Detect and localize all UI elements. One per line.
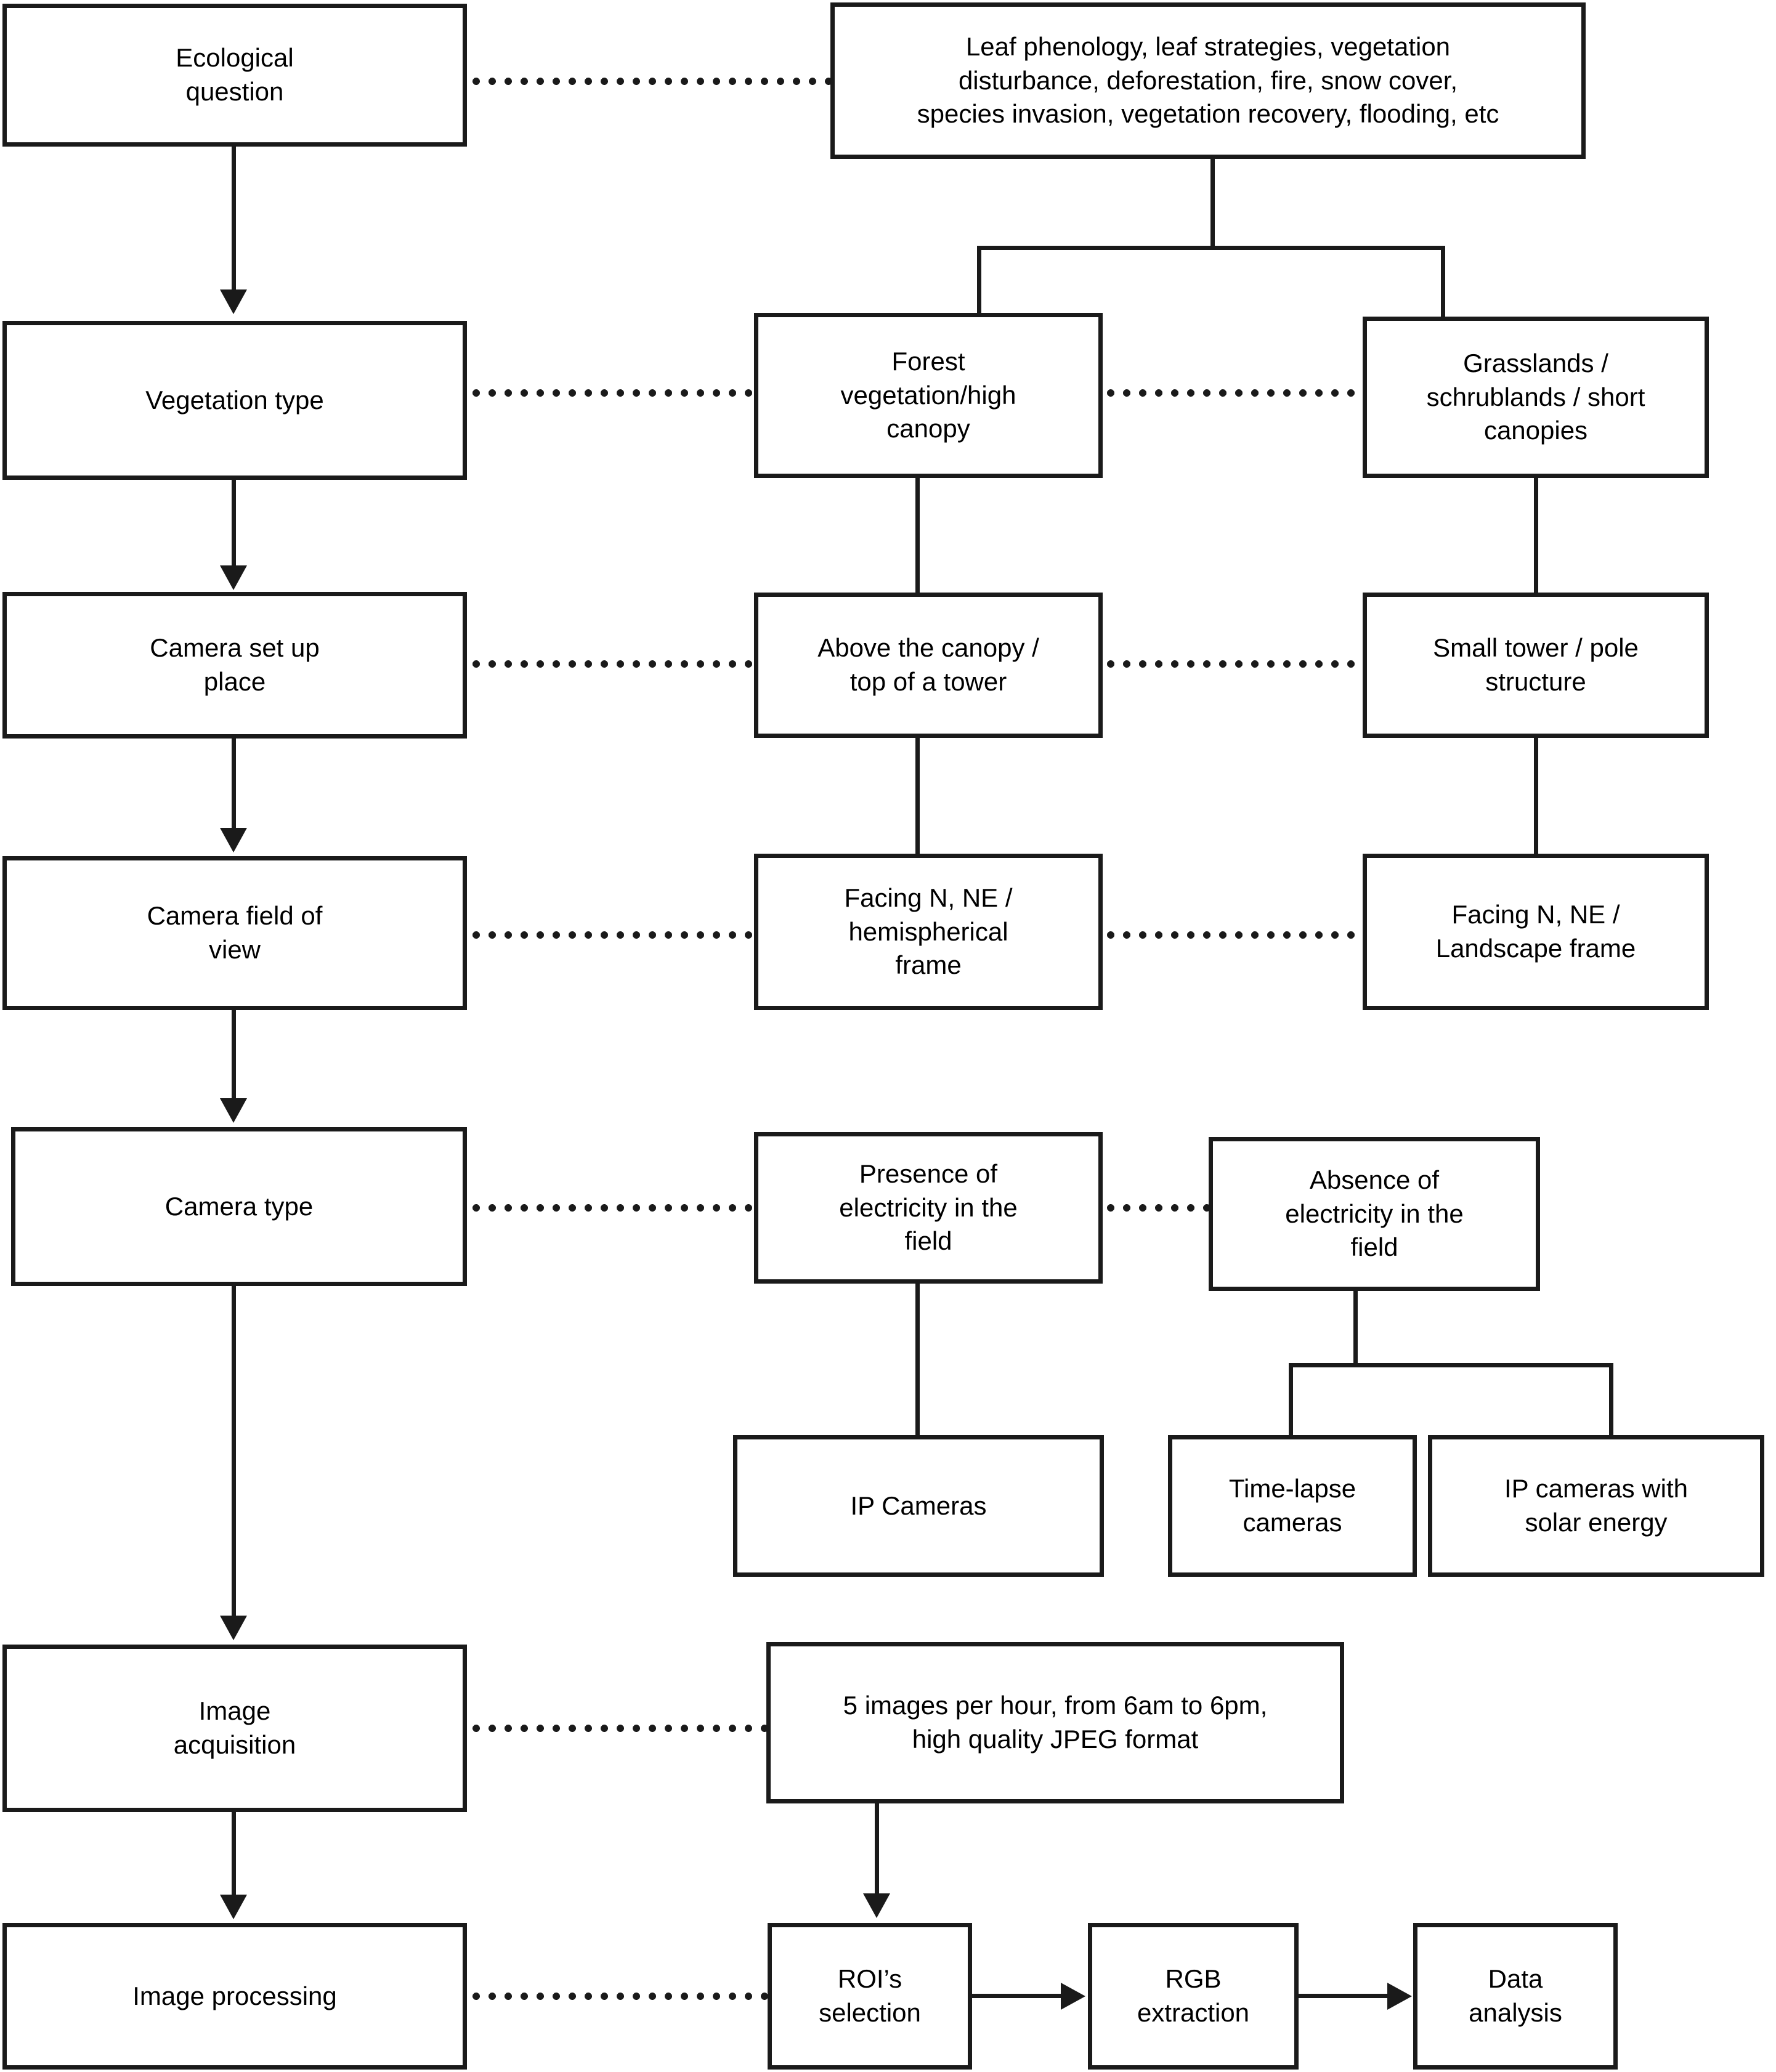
spine-arrow-2-line	[232, 480, 236, 569]
node-fov-forest[interactable]: Facing N, NE / hemispherical frame	[754, 854, 1103, 1010]
spine-arrow-5-line	[232, 1286, 236, 1619]
node-rgb-extraction[interactable]: RGB extraction	[1088, 1923, 1299, 2070]
node-camera-type[interactable]: Camera type	[11, 1127, 467, 1286]
acquisition-arrow-line	[875, 1803, 879, 1897]
spine-arrow-5-head	[220, 1616, 247, 1640]
node-label: Above the canopy / top of a tower	[817, 633, 1039, 696]
node-camera-ip-solar[interactable]: IP cameras with solar energy	[1428, 1435, 1764, 1577]
spine-arrow-4-head	[220, 1098, 247, 1123]
branch-vegetation-stem	[1210, 159, 1215, 250]
node-label: Camera set up place	[150, 633, 320, 696]
node-label: Data analysis	[1469, 1964, 1562, 2027]
node-acquisition-spec[interactable]: 5 images per hour, from 6am to 6pm, high…	[766, 1642, 1344, 1803]
node-power-present[interactable]: Presence of electricity in the field	[754, 1132, 1103, 1284]
dotted-link-setup-options	[1103, 660, 1363, 668]
link-grassland-to-setup	[1534, 478, 1538, 596]
pipeline-arrow-1-head	[1061, 1983, 1085, 2010]
node-data-analysis[interactable]: Data analysis	[1413, 1923, 1618, 2070]
node-label: Time-lapse cameras	[1228, 1474, 1356, 1537]
dotted-link-vegetation-options	[1103, 389, 1363, 397]
dotted-link-vegetation-type	[468, 389, 754, 397]
node-roi-selection[interactable]: ROI’s selection	[768, 1923, 972, 2070]
spine-arrow-6-head	[220, 1895, 247, 1919]
spine-arrow-4-line	[232, 1010, 236, 1101]
spine-arrow-1-line	[232, 147, 236, 293]
dotted-link-image-processing	[468, 1993, 768, 2000]
node-label: Facing N, NE / Landscape frame	[1435, 900, 1636, 963]
node-setup-grassland[interactable]: Small tower / pole structure	[1363, 593, 1709, 738]
node-ecological-examples[interactable]: Leaf phenology, leaf strategies, vegetat…	[830, 2, 1586, 159]
node-label: Presence of electricity in the field	[839, 1159, 1018, 1256]
node-label: Ecological question	[176, 43, 294, 106]
node-label: Image processing	[132, 1981, 337, 2010]
pipeline-arrow-1-line	[972, 1994, 1063, 1998]
branch-vegetation-bar	[977, 246, 1445, 250]
acquisition-arrow-head	[863, 1893, 890, 1918]
node-camera-set-up-place[interactable]: Camera set up place	[2, 592, 467, 739]
node-label: Image acquisition	[173, 1696, 296, 1759]
node-label: Absence of electricity in the field	[1285, 1165, 1464, 1262]
node-label: Grasslands / schrublands / short canopie…	[1426, 349, 1645, 445]
spine-arrow-6-line	[232, 1812, 236, 1898]
node-label: 5 images per hour, from 6am to 6pm, high…	[843, 1691, 1268, 1754]
branch-vegetation-right-drop	[1441, 246, 1445, 321]
node-label: ROI’s selection	[819, 1964, 921, 2027]
dotted-link-camera-setup	[468, 660, 754, 668]
node-image-processing[interactable]: Image processing	[2, 1923, 467, 2070]
node-image-acquisition[interactable]: Image acquisition	[2, 1645, 467, 1812]
node-label: Forest vegetation/high canopy	[840, 347, 1016, 443]
node-label: Small tower / pole structure	[1433, 633, 1639, 696]
dotted-link-camera-fov	[468, 931, 754, 939]
node-setup-forest[interactable]: Above the canopy / top of a tower	[754, 593, 1103, 738]
node-fov-grassland[interactable]: Facing N, NE / Landscape frame	[1363, 854, 1709, 1010]
dotted-link-fov-options	[1103, 931, 1363, 939]
node-label: Facing N, NE / hemispherical frame	[844, 883, 1013, 980]
dotted-link-image-acquisition	[468, 1725, 766, 1732]
link-present-to-ip	[915, 1284, 920, 1438]
node-camera-field-of-view[interactable]: Camera field of view	[2, 856, 467, 1010]
spine-arrow-3-head	[220, 828, 247, 852]
node-label: RGB extraction	[1137, 1964, 1250, 2027]
branch-absent-left-drop	[1289, 1363, 1293, 1441]
node-camera-timelapse[interactable]: Time-lapse cameras	[1168, 1435, 1417, 1577]
branch-absent-stem	[1353, 1291, 1358, 1367]
node-label: Camera type	[164, 1191, 314, 1221]
node-vegetation-forest[interactable]: Forest vegetation/high canopy	[754, 313, 1103, 478]
node-label: Camera field of view	[147, 901, 323, 964]
node-vegetation-grassland[interactable]: Grasslands / schrublands / short canopie…	[1363, 317, 1709, 478]
spine-arrow-2-head	[220, 565, 247, 590]
node-label: IP cameras with solar energy	[1504, 1474, 1688, 1537]
dotted-link-camera-type-options	[1103, 1204, 1209, 1212]
link-forest-to-setup	[915, 478, 920, 596]
pipeline-arrow-2-head	[1387, 1983, 1412, 2010]
spine-arrow-3-line	[232, 739, 236, 831]
node-label: Vegetation type	[145, 385, 324, 415]
branch-absent-right-drop	[1609, 1363, 1613, 1441]
spine-arrow-1-head	[220, 289, 247, 314]
pipeline-arrow-2-line	[1299, 1994, 1390, 1998]
branch-vegetation-left-drop	[977, 246, 981, 321]
node-vegetation-type[interactable]: Vegetation type	[2, 321, 467, 480]
node-label: Leaf phenology, leaf strategies, vegetat…	[917, 32, 1499, 129]
node-label: IP Cameras	[850, 1491, 987, 1520]
node-camera-ip[interactable]: IP Cameras	[733, 1435, 1104, 1577]
link-setup-forest-to-fov	[915, 738, 920, 856]
dotted-link-ecological-question	[468, 78, 830, 85]
dotted-link-camera-type	[468, 1204, 754, 1212]
node-power-absent[interactable]: Absence of electricity in the field	[1209, 1137, 1540, 1291]
node-ecological-question[interactable]: Ecological question	[2, 4, 467, 147]
link-setup-grassland-to-fov	[1534, 738, 1538, 856]
branch-absent-bar	[1289, 1363, 1613, 1367]
